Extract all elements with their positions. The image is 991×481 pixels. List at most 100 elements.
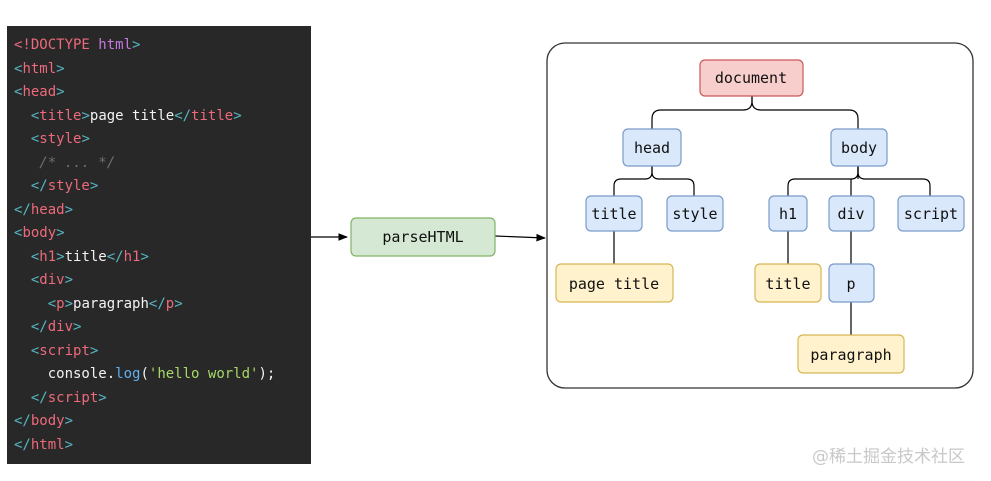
code-token: html: [30, 436, 65, 453]
code-line: <title>page title</title>: [14, 106, 242, 126]
svg-text:page title: page title: [569, 275, 659, 293]
code-token: div: [47, 319, 74, 335]
arrow-parse-to-tree: [494, 233, 546, 242]
code-token: 'hello world': [148, 366, 259, 382]
code-token: >: [233, 107, 242, 124]
code-token: >: [174, 295, 183, 312]
node-style: style: [666, 195, 724, 232]
svg-text:body: body: [841, 139, 877, 157]
node-h1-text: title: [754, 263, 822, 303]
code-line: <html>: [14, 59, 65, 79]
svg-text:title: title: [591, 205, 636, 223]
code-token: script: [39, 342, 90, 359]
code-token: >: [98, 389, 107, 406]
svg-text:script: script: [904, 205, 958, 223]
code-token: <!DOCTYPE: [14, 37, 99, 53]
code-token: </: [14, 413, 31, 429]
code-line: /* ... */: [14, 153, 115, 173]
code-token: >: [56, 84, 65, 100]
code-token: style: [39, 131, 82, 147]
watermark: @稀土掘金技术社区: [812, 447, 965, 467]
code-line: <h1>title</h1>: [14, 247, 149, 267]
svg-text:head: head: [634, 139, 670, 157]
code-token: body: [30, 413, 65, 429]
code-line: <!DOCTYPE html>: [14, 35, 140, 55]
code-token: <: [14, 225, 23, 241]
code-token: script: [47, 389, 99, 406]
code-token: >: [81, 107, 90, 124]
code-token: div: [39, 272, 65, 288]
code-token: </: [106, 248, 124, 265]
code-token: >: [73, 319, 82, 335]
node-title: title: [585, 195, 643, 232]
code-line: console.log('hello world');: [14, 364, 276, 384]
code-token: </: [148, 295, 166, 312]
code-line: <head>: [14, 82, 65, 102]
code-token: );: [258, 366, 276, 382]
code-token: h1: [123, 248, 141, 265]
code-token: >: [56, 225, 65, 241]
code-line: <body>: [14, 223, 65, 243]
code-token: title: [191, 107, 234, 124]
code-token: h1: [39, 248, 57, 265]
code-line: </style>: [14, 176, 98, 196]
code-line: <script>: [14, 341, 98, 361]
code-token: >: [64, 413, 74, 429]
node-p: p: [828, 263, 875, 303]
code-token: log: [115, 366, 141, 382]
node-script: script: [897, 195, 965, 232]
code-token: (: [140, 366, 149, 382]
code-token: <: [14, 342, 40, 359]
code-token: title: [39, 107, 82, 124]
svg-text:style: style: [672, 205, 717, 223]
tree-connectors: [613, 96, 931, 335]
code-token: >: [64, 436, 74, 453]
code-token: <: [14, 131, 40, 147]
code-line: <style>: [14, 129, 90, 149]
code-token: <: [14, 60, 23, 77]
svg-text:div: div: [837, 205, 864, 223]
code-token: >: [89, 178, 99, 194]
node-document: document: [699, 59, 804, 97]
code-token: paragraph: [73, 295, 149, 312]
code-token: </: [14, 389, 48, 406]
node-div: div: [828, 195, 875, 232]
code-token: >: [64, 295, 74, 312]
svg-text:paragraph: paragraph: [810, 346, 891, 364]
code-token: title: [64, 248, 107, 265]
svg-text:h1: h1: [779, 205, 797, 223]
code-token: <: [14, 248, 40, 265]
code-token: head: [30, 201, 65, 218]
code-token: <: [14, 107, 40, 124]
node-page-title-text: page title: [555, 263, 674, 303]
node-head: head: [622, 128, 682, 167]
code-line: <p>paragraph</p>: [14, 294, 183, 314]
code-line: </script>: [14, 388, 107, 408]
code-token: </: [14, 436, 31, 453]
svg-text:document: document: [715, 69, 787, 87]
code-line: </div>: [14, 317, 82, 337]
code-line: </html>: [14, 435, 73, 455]
code-token: head: [22, 84, 57, 100]
parsehtml-label: parseHTML: [382, 228, 463, 246]
code-token: >: [64, 272, 74, 288]
code-token: console.: [14, 366, 116, 382]
code-token: p: [56, 295, 65, 312]
code-token: >: [89, 342, 99, 359]
code-token: body: [22, 225, 57, 241]
code-token: >: [140, 248, 149, 265]
code-token: >: [56, 60, 65, 77]
code-token: >: [56, 248, 65, 265]
code-token: </: [14, 319, 48, 335]
node-paragraph-text: paragraph: [797, 334, 905, 374]
code-token: p: [165, 295, 175, 312]
code-token: <: [14, 84, 23, 100]
code-token: </: [174, 107, 192, 124]
node-h1: h1: [768, 195, 808, 232]
code-token: >: [64, 201, 74, 218]
code-panel: <!DOCTYPE html><html><head> <title>page …: [7, 26, 311, 464]
code-token: page title: [89, 107, 175, 124]
code-line: <div>: [14, 270, 73, 290]
parsehtml-node: parseHTML: [350, 217, 496, 257]
code-token: </: [14, 201, 31, 218]
